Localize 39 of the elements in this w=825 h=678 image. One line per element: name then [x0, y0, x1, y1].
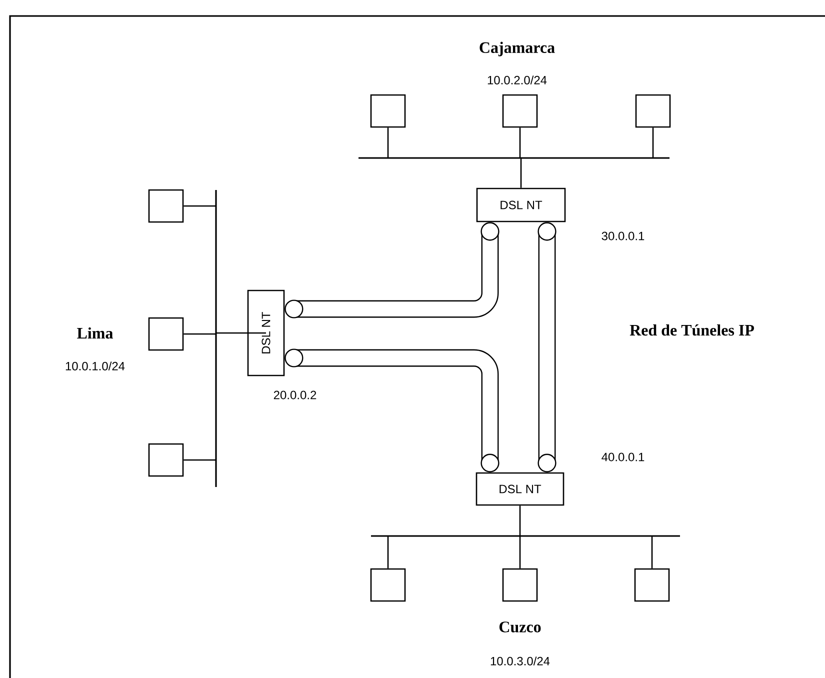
ip-address: 40.0.0.1 — [602, 452, 644, 462]
subnet-address: 10.0.3.0/24 — [490, 656, 550, 666]
bus-line — [371, 535, 680, 537]
host-box — [148, 317, 184, 351]
host-box — [148, 189, 184, 223]
link-line — [519, 128, 521, 158]
link-line — [520, 158, 522, 188]
link-line — [519, 506, 521, 536]
tunnel-pipe — [284, 222, 500, 318]
link-line — [184, 459, 216, 461]
ip-address: 30.0.0.1 — [602, 232, 644, 240]
bus-line — [358, 157, 670, 159]
host-box — [635, 94, 671, 128]
host-box — [370, 568, 406, 602]
ip-address: 20.0.0.2 — [274, 390, 316, 400]
tunnel-pipe — [284, 348, 500, 472]
link-line — [651, 536, 653, 568]
link-line — [652, 128, 654, 158]
link-line — [216, 332, 266, 334]
tunnel-pipe — [538, 222, 556, 472]
link-line — [387, 128, 389, 158]
host-box — [148, 443, 184, 477]
host-box — [634, 568, 670, 602]
link-line — [519, 536, 521, 568]
dsl-nt-box: DSL NT — [476, 188, 566, 222]
dsl-nt-box: DSL NT — [247, 290, 285, 376]
site-name: Cajamarca — [480, 42, 555, 56]
bus-line — [215, 190, 217, 487]
dsl-nt-box: DSL NT — [476, 472, 564, 506]
host-box — [502, 568, 538, 602]
subnet-address: 10.0.1.0/24 — [66, 362, 125, 370]
site-name: Lima — [77, 327, 113, 339]
host-box — [370, 94, 406, 128]
site-name: Cuzco — [499, 622, 541, 632]
network-label: Red de Túneles IP — [630, 324, 754, 336]
link-line — [387, 536, 389, 568]
link-line — [184, 333, 216, 335]
link-line — [184, 205, 216, 207]
host-box — [502, 94, 538, 128]
